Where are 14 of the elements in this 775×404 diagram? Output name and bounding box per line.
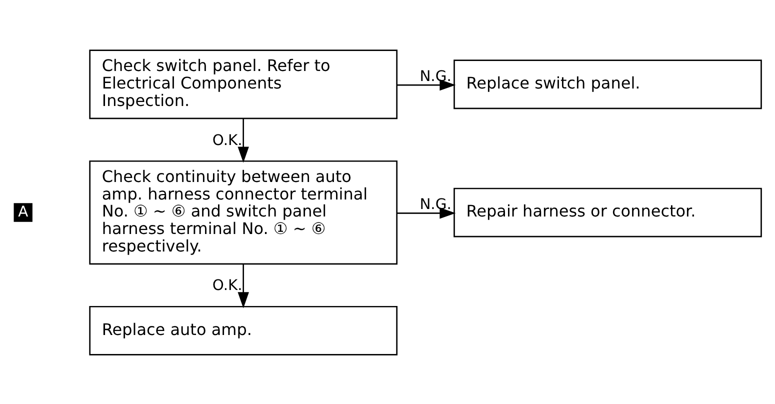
edge-label: N.G.	[420, 195, 452, 212]
edge-label: N.G.	[420, 67, 452, 84]
edge-label: O.K.	[212, 131, 242, 148]
node-box: Check switch panel. Refer to Electrical Components Inspection.	[89, 49, 398, 119]
node-box: Check continuity between auto amp. harness connector terminal No. ① ~ ⑥ and switch panel harness terminal No. ① ~ ⑥ respectively.	[89, 160, 398, 264]
node-box: Replace switch panel.	[454, 59, 762, 109]
arrow	[238, 118, 249, 162]
arrow	[397, 78, 456, 90]
arrow	[397, 207, 456, 218]
arrow	[238, 263, 249, 308]
label: A	[18, 202, 28, 220]
node-box: Replace auto amp.	[89, 305, 398, 355]
node-box: Repair harness or connector.	[454, 187, 762, 237]
edge-label: O.K.	[212, 276, 242, 294]
